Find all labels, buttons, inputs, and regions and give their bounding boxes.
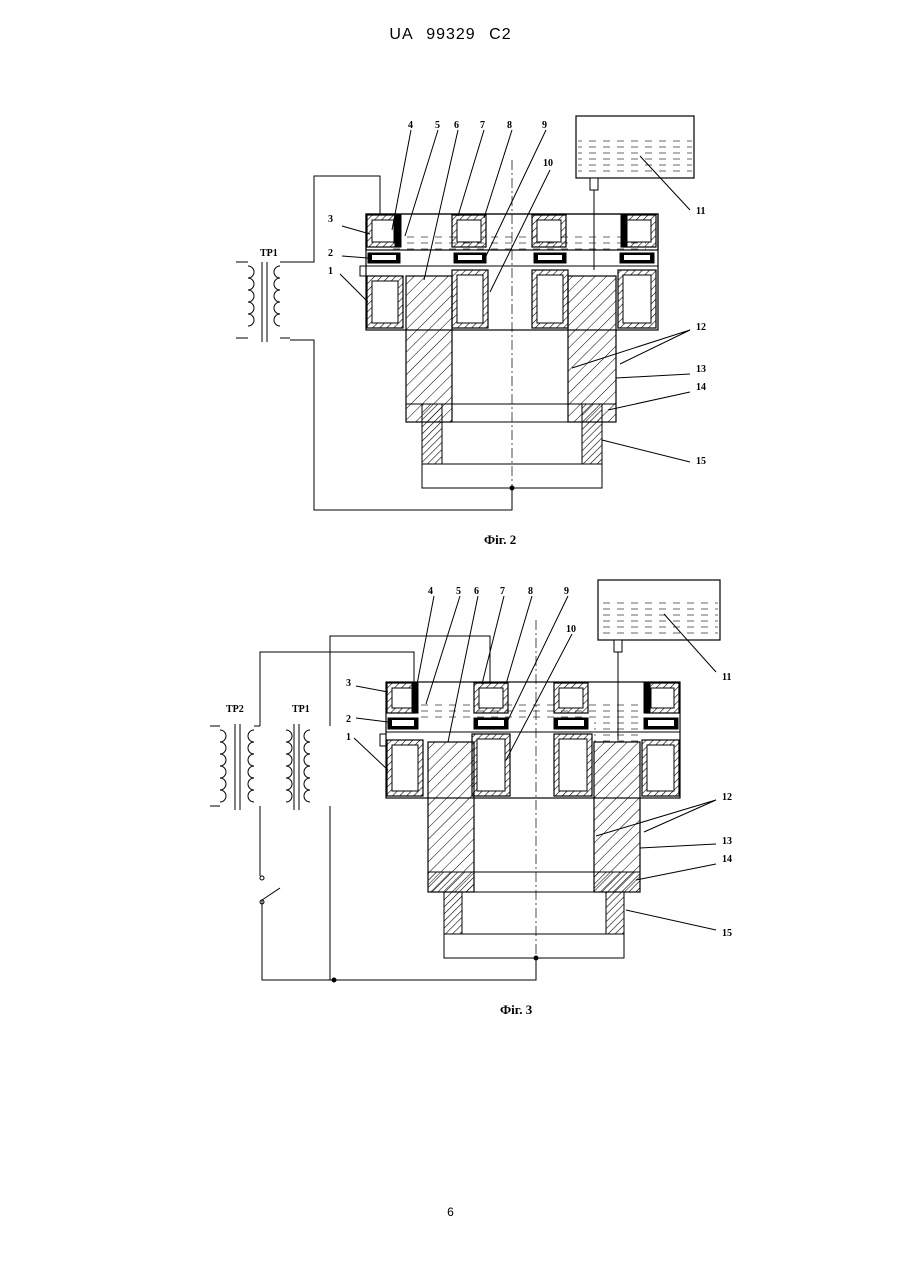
- svg-text:2: 2: [328, 248, 333, 259]
- page-number: 6: [0, 1205, 901, 1219]
- svg-text:7: 7: [500, 586, 505, 597]
- svg-text:13: 13: [722, 836, 732, 847]
- figure-2: [236, 116, 694, 510]
- svg-text:2: 2: [346, 714, 351, 725]
- svg-text:10: 10: [543, 158, 553, 169]
- svg-text:1: 1: [346, 732, 351, 743]
- svg-text:7: 7: [480, 120, 485, 131]
- svg-text:4: 4: [408, 120, 413, 131]
- figure-3: [210, 580, 720, 982]
- svg-text:15: 15: [696, 456, 706, 467]
- svg-text:10: 10: [566, 624, 576, 635]
- svg-text:13: 13: [696, 364, 706, 375]
- svg-text:11: 11: [722, 672, 731, 683]
- svg-text:14: 14: [722, 854, 732, 865]
- svg-text:6: 6: [454, 120, 459, 131]
- svg-text:4: 4: [428, 586, 433, 597]
- figure-2-caption: Фіг. 2: [484, 532, 516, 548]
- svg-text:9: 9: [564, 586, 569, 597]
- svg-text:3: 3: [328, 214, 333, 225]
- svg-text:5: 5: [456, 586, 461, 597]
- svg-text:8: 8: [528, 586, 533, 597]
- svg-text:3: 3: [346, 678, 351, 689]
- svg-text:12: 12: [722, 792, 732, 803]
- svg-text:15: 15: [722, 928, 732, 939]
- svg-text:1: 1: [328, 266, 333, 277]
- svg-text:TP1: TP1: [292, 704, 310, 715]
- svg-text:TP2: TP2: [226, 704, 244, 715]
- figure-3-caption: Фіг. 3: [500, 1002, 532, 1018]
- svg-text:8: 8: [507, 120, 512, 131]
- svg-text:9: 9: [542, 120, 547, 131]
- svg-text:5: 5: [435, 120, 440, 131]
- svg-text:TP1: TP1: [260, 248, 278, 259]
- svg-text:14: 14: [696, 382, 706, 393]
- svg-text:11: 11: [696, 206, 705, 217]
- svg-text:6: 6: [474, 586, 479, 597]
- svg-text:12: 12: [696, 322, 706, 333]
